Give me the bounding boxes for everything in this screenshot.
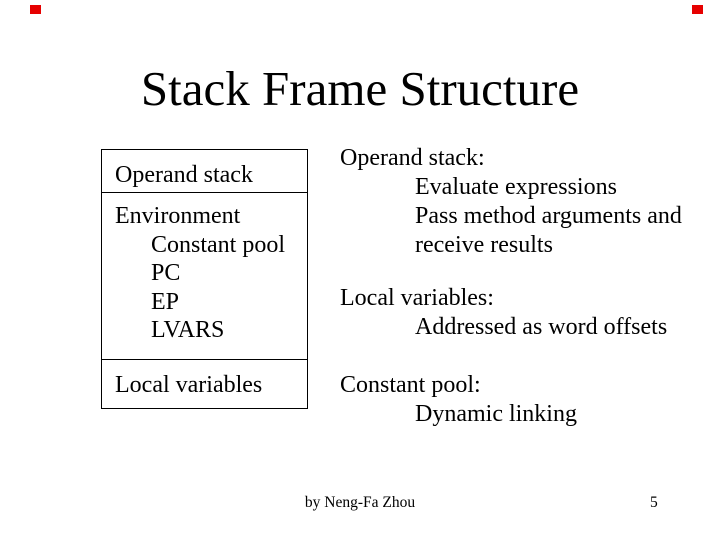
stack-frame-diagram: Operand stack Environment Constant pool … xyxy=(101,149,308,409)
note-detail: Dynamic linking xyxy=(415,401,577,427)
note-operand-stack: Operand stack: Evaluate expressions Pass… xyxy=(340,144,682,260)
diagram-section-local-variables: Local variables xyxy=(102,360,307,408)
note-heading: Operand stack: xyxy=(340,145,485,171)
footer-author: by Neng-Fa Zhou xyxy=(304,494,416,511)
red-corner-mark-left xyxy=(30,5,41,14)
note-local-variables: Local variables: Addressed as word offse… xyxy=(340,284,667,342)
diagram-label: EP xyxy=(151,288,180,315)
note-detail: receive results xyxy=(415,232,553,258)
note-heading: Local variables: xyxy=(340,285,494,311)
note-constant-pool: Constant pool: Dynamic linking xyxy=(340,371,577,429)
slide-title: Stack Frame Structure xyxy=(140,61,580,116)
note-heading: Constant pool: xyxy=(340,372,481,398)
footer-page-number: 5 xyxy=(650,494,658,511)
note-detail: Pass method arguments and xyxy=(415,203,682,229)
note-detail: Addressed as word offsets xyxy=(415,314,668,340)
note-detail: Evaluate expressions xyxy=(415,174,617,200)
diagram-section-environment: Environment Constant pool PC EP LVARS xyxy=(102,193,307,360)
diagram-label: Local variables xyxy=(115,372,263,398)
diagram-label: Environment xyxy=(115,203,241,229)
diagram-label: LVARS xyxy=(151,317,225,343)
red-corner-mark-right xyxy=(692,5,703,14)
diagram-label: Constant pool xyxy=(151,231,286,258)
diagram-label: PC xyxy=(151,260,181,286)
diagram-label: Operand stack xyxy=(115,162,253,188)
diagram-section-operand-stack: Operand stack xyxy=(102,150,307,193)
